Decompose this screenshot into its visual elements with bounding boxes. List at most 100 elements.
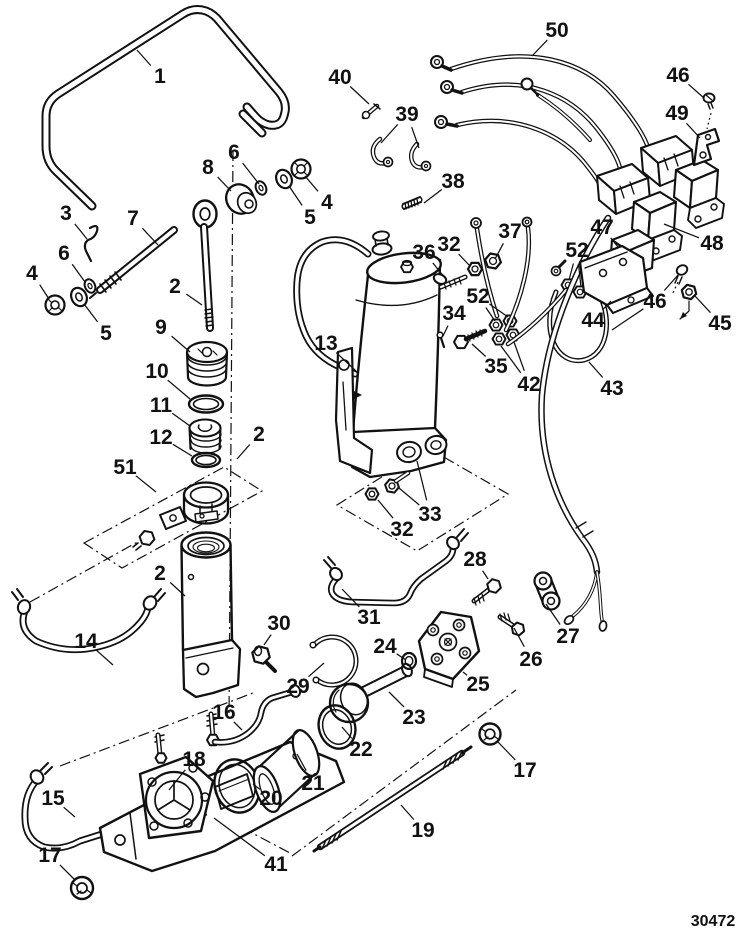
callout-number-43: 43 [600, 377, 623, 400]
part-1-tilt-tube [41, 5, 290, 211]
callout-number-44: 44 [581, 309, 605, 332]
callout-leader-32 [377, 499, 394, 519]
callout-number-46: 46 [666, 64, 689, 87]
callout-number-38: 38 [441, 170, 465, 193]
callout-26: 26 [513, 627, 543, 671]
callout-number-48: 48 [700, 232, 724, 255]
callout-number-34: 34 [442, 302, 466, 325]
callout-31: 31 [341, 588, 381, 629]
callout-37: 37 [494, 220, 522, 260]
callout-number-52: 52 [466, 285, 489, 308]
callout-number-5: 5 [100, 322, 112, 345]
callout-leader-25 [462, 671, 468, 676]
callout-leader-6 [242, 162, 260, 185]
callout-38: 38 [423, 170, 465, 204]
part-14-hydraulic-line [11, 588, 166, 654]
callout-leader-36 [432, 262, 446, 279]
callout-35: 35 [471, 343, 508, 378]
callout-46: 46 [666, 64, 705, 99]
callout-leader-52 [485, 307, 496, 322]
callout-number-3: 3 [60, 202, 72, 225]
callout-leader-26 [513, 627, 525, 648]
callout-leader-47 [610, 237, 619, 248]
callout-leader-27 [545, 603, 561, 625]
callout-39: 39 [380, 103, 420, 149]
callout-12: 12 [149, 426, 193, 457]
callout-number-8: 8 [202, 156, 214, 179]
pump-fasteners [364, 252, 588, 501]
callout-leader-46 [688, 83, 705, 99]
callout-leader-4 [304, 175, 319, 192]
callout-number-5: 5 [304, 206, 316, 229]
callout-leader-12 [172, 443, 193, 457]
callout-number-13: 13 [314, 332, 337, 355]
callout-27: 27 [545, 603, 580, 648]
callout-number-27: 27 [556, 625, 579, 648]
part-42-43-wires [470, 216, 609, 364]
part-10-o-ring [187, 394, 225, 414]
callout-leader-3 [74, 223, 88, 240]
callout-number-17: 17 [513, 759, 536, 782]
part-18-flange-face [138, 755, 215, 840]
callout-number-10: 10 [145, 360, 168, 383]
callout-leader-23 [388, 691, 405, 708]
part-51-clamp-group [132, 481, 230, 551]
callout-leader-41 [213, 817, 266, 857]
callout-51: 51 [113, 456, 157, 493]
callout-leader-6 [71, 263, 86, 283]
callout-4: 4 [304, 175, 333, 214]
callout-leader-48 [663, 223, 700, 239]
callout-10: 10 [145, 360, 191, 400]
callout-14: 14 [74, 630, 114, 666]
callout-number-40: 40 [328, 66, 351, 89]
callout-leader-38 [423, 189, 443, 204]
callout-leader-40 [349, 86, 370, 105]
callout-number-4: 4 [321, 191, 333, 214]
callout-leader-39 [411, 126, 420, 149]
callout-23: 23 [388, 691, 426, 729]
callout-leader-33 [416, 460, 428, 501]
part-30-fitting [251, 645, 277, 673]
callout-4: 4 [26, 262, 50, 300]
callout-leader-28 [482, 570, 489, 580]
part-4-5-6-washers-right [254, 158, 312, 196]
callout-number-26: 26 [519, 648, 542, 671]
callout-leader-9 [171, 335, 191, 353]
callout-number-2: 2 [253, 423, 265, 446]
callout-number-22: 22 [349, 738, 372, 761]
part-29-snap-ring [309, 634, 359, 688]
callout-leader-24 [396, 653, 407, 661]
manifold-top-fitting [154, 732, 168, 764]
callout-leader-22 [341, 726, 353, 739]
callout-number-52: 52 [565, 239, 588, 262]
callout-6: 6 [58, 242, 86, 283]
part-48-relays [630, 158, 725, 261]
part-39-wire-clips [370, 136, 432, 172]
callout-44: 44 [581, 300, 612, 332]
callout-leader-2 [236, 444, 251, 460]
callout-22: 22 [341, 726, 373, 761]
callout-leader-2 [186, 293, 203, 306]
callout-28: 28 [463, 548, 489, 580]
callout-leader-39 [380, 123, 399, 144]
callout-46: 46 [611, 274, 679, 331]
callout-52: 52 [565, 239, 589, 288]
callout-leader-7 [142, 227, 159, 246]
callout-leader-14 [96, 649, 114, 666]
callout-number-33: 33 [418, 503, 441, 526]
part-24-o-ring [400, 651, 418, 671]
callout-49: 49 [665, 102, 701, 139]
callout-number-30: 30 [267, 612, 290, 635]
callout-leader-18 [168, 769, 186, 791]
callout-2: 2 [169, 275, 203, 306]
callout-leader-17 [59, 864, 75, 880]
part-28-bolt [471, 578, 502, 606]
callout-leader-21 [296, 753, 307, 772]
callout-1: 1 [136, 49, 166, 88]
callout-number-25: 25 [466, 673, 490, 696]
callout-42: 42 [500, 341, 541, 396]
callout-41: 41 [213, 817, 288, 876]
callout-number-9: 9 [155, 316, 167, 339]
callout-leader-4 [39, 284, 50, 300]
